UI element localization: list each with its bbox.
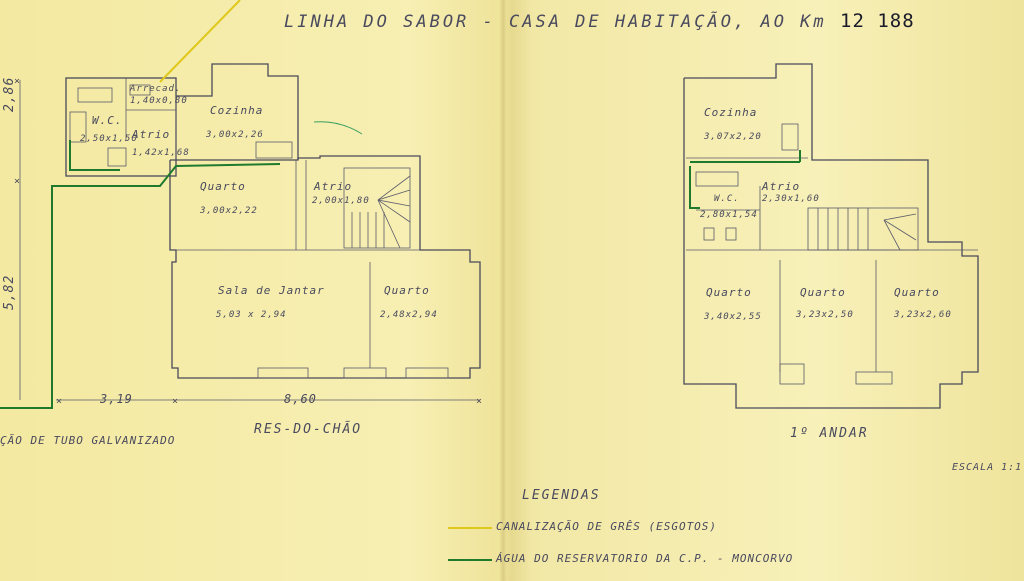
wc-label: W.C. [92,114,123,127]
atrio-first-label: Atrio [762,180,801,193]
quarto-ground-2-dim: 2,48x2,94 [380,310,438,320]
quarto-ground-1-dim: 3,00x2,22 [200,206,258,216]
svg-text:×: × [56,396,62,407]
wc-dim: 2,50x1,50 [80,134,138,144]
sala-jantar-dim: 5,03 x 2,94 [216,310,287,320]
svg-text:×: × [172,396,178,407]
legend-item-water: ÁGUA DO RESERVATORIO DA C.P. - MONCORVO [496,552,794,565]
kitchen-walls [176,63,299,160]
cozinha-first-dim: 3,07x2,20 [704,132,762,142]
pipe-note: ÇÃO DE TUBO GALVANIZADO [0,434,176,447]
quarto-first-2-label: Quarto [800,286,846,299]
svg-text:×: × [476,396,482,407]
scale-label: ESCALA 1:1 [952,462,1023,473]
first-floor-caption: 1º ANDAR [790,426,869,441]
arrecad-dim: 1,40x0,80 [130,96,188,106]
cozinha-first-label: Cozinha [704,106,758,119]
sewer-pipe-line [159,0,241,83]
quarto-first-2-dim: 3,23x2,50 [796,310,854,320]
main-walls [169,155,481,379]
cozinha-dim: 3,00x2,26 [206,130,264,140]
first-floor-walls [683,63,979,409]
ground-floor-plan: × × × × × [14,63,482,407]
atrio-ground-label: Atrio [314,180,353,193]
first-floor-stair [807,207,919,251]
ground-floor-caption: RES-DO-CHÃO [254,422,363,437]
ground-stair [343,167,411,249]
dim-left-bottom: 5,82 [2,274,17,310]
svg-text:×: × [14,76,20,87]
quarto-first-3-dim: 3,23x2,60 [894,310,952,320]
quarto-ground-2-label: Quarto [384,284,430,297]
wc-first-dim: 2,80x1,54 [700,210,758,220]
paper-fold [500,0,506,581]
water-pipe-line [0,163,281,409]
first-floor-plan [683,63,979,409]
km-number: 12 188 [840,10,915,32]
atrio-ground-dim: 2,00x1,80 [312,196,370,206]
wc-first-label: W.C. [714,194,740,204]
quarto-first-3-label: Quarto [894,286,940,299]
drawing-title: LINHA DO SABOR - CASA DE HABITAÇÃO, AO K… [284,12,827,32]
cozinha-label: Cozinha [210,104,264,117]
atrio-annex-dim: 1,42x1,68 [132,148,190,158]
quarto-ground-1-label: Quarto [200,180,246,193]
dim-bottom-main: 8,60 [284,392,317,406]
dim-bottom-left: 3,19 [100,392,133,406]
dim-left-top: 2,86 [2,76,17,112]
legend-heading: LEGENDAS [522,488,601,503]
atrio-first-dim: 2,30x1,60 [762,194,820,204]
sala-jantar-label: Sala de Jantar [218,284,325,297]
quarto-first-1-dim: 3,40x2,55 [704,312,762,322]
legend-item-sewer: CANALIZAÇÃO DE GRÊS (ESGOTOS) [496,520,718,533]
quarto-first-1-label: Quarto [706,286,752,299]
svg-text:×: × [14,176,20,187]
arrecad-label: Arrecad. [130,84,182,94]
atrio-annex-label: Atrio [132,128,171,141]
